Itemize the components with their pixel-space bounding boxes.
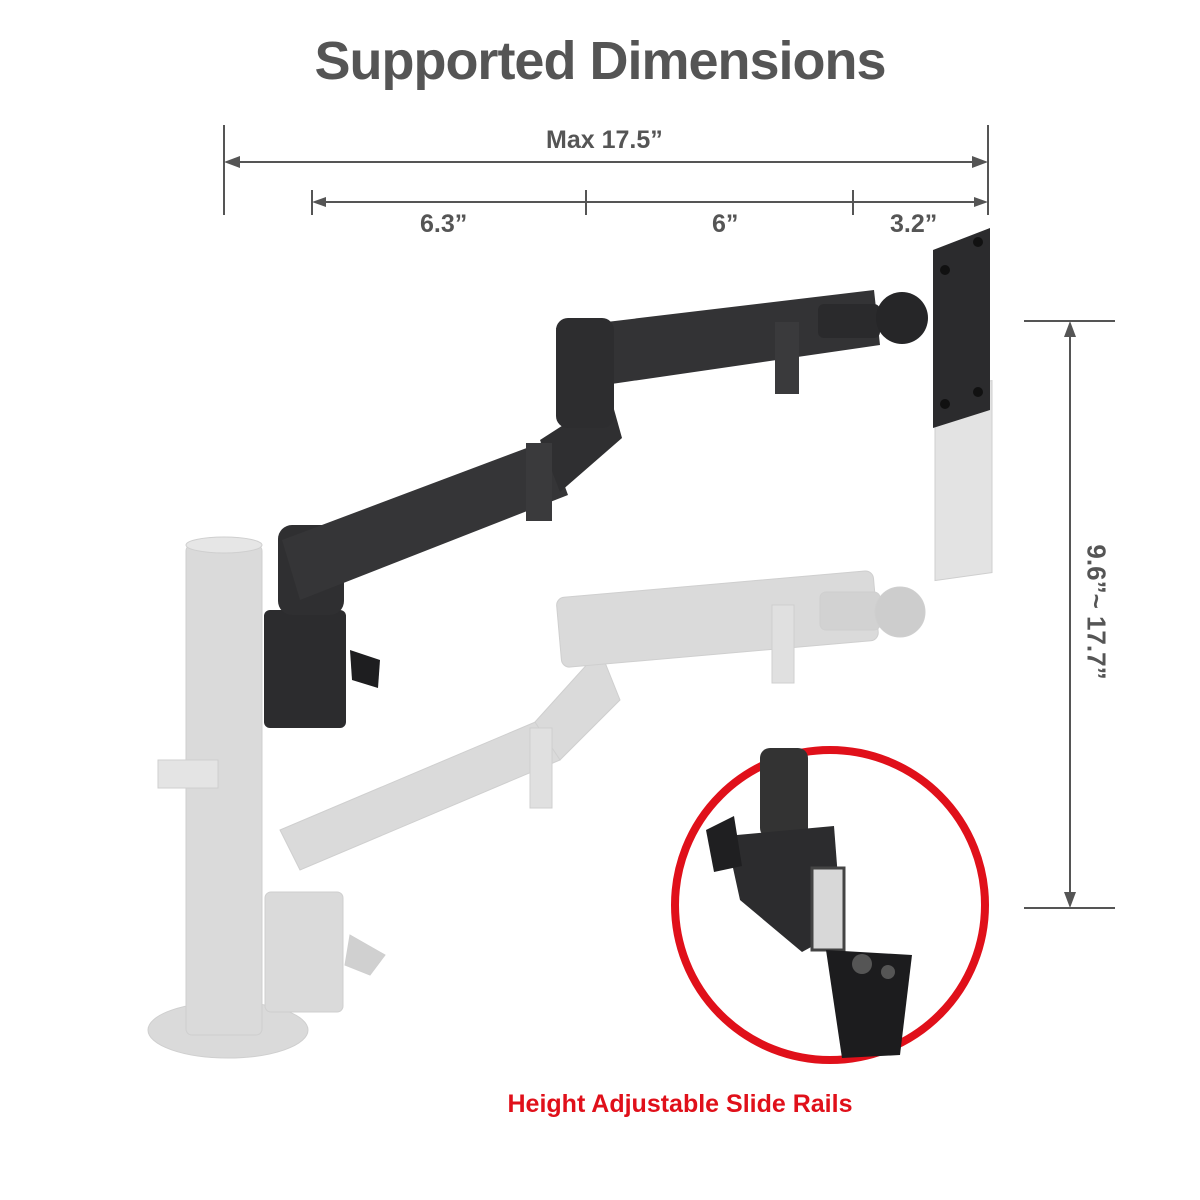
segment-1-label: 6.3” <box>420 210 468 238</box>
monitor-arm-icon <box>264 228 990 728</box>
inset-caption: Height Adjustable Slide Rails <box>507 1090 853 1118</box>
max-width-dimension-line <box>223 125 989 215</box>
slide-rail-detail-icon <box>671 746 989 1064</box>
page-title: Supported Dimensions <box>314 31 886 91</box>
segment-3-label: 3.2” <box>890 210 938 238</box>
height-dimension-line <box>1024 320 1115 909</box>
segment-dimension-line <box>311 190 988 215</box>
segment-2-label: 6” <box>712 210 739 238</box>
monitor-arm-lowered-icon <box>147 380 993 1059</box>
height-range-label: 9.6”~ 17.7” <box>1081 544 1112 680</box>
max-width-label: Max 17.5” <box>546 126 663 154</box>
